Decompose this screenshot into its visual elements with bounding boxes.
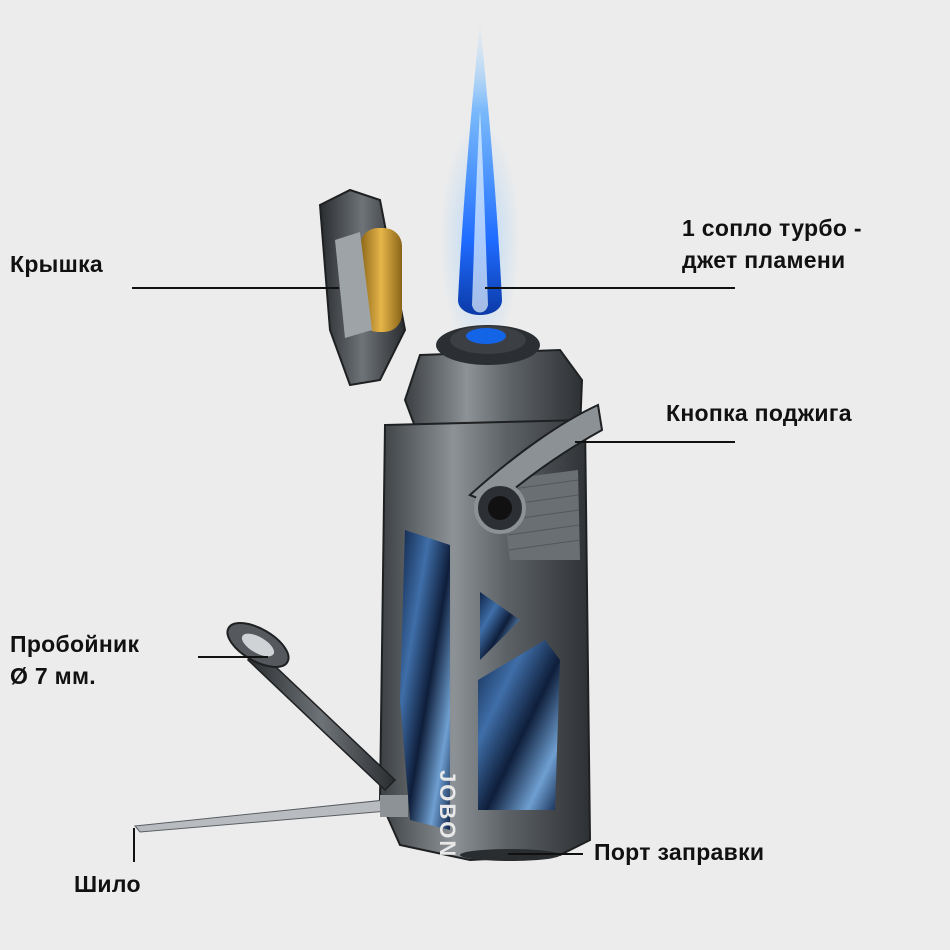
lighter-icon: JOBON bbox=[378, 403, 604, 862]
refill-port bbox=[460, 849, 560, 861]
leader-punch bbox=[198, 656, 268, 658]
leader-refill-port bbox=[508, 853, 583, 855]
brand-engraving: JOBON bbox=[435, 770, 460, 858]
burner-head bbox=[403, 325, 584, 442]
awl bbox=[134, 795, 408, 833]
label-punch-line2: Ø 7 мм. bbox=[10, 663, 96, 689]
label-turbo-line1: 1 сопло турбо - bbox=[682, 215, 862, 241]
lid bbox=[318, 188, 407, 387]
label-lid: Крышка bbox=[10, 251, 104, 277]
leader-ignition-button bbox=[575, 441, 735, 443]
leader-lid bbox=[132, 287, 339, 289]
label-refill-port: Порт заправки bbox=[594, 839, 765, 865]
label-punch: Пробойник Ø 7 мм. bbox=[10, 628, 139, 692]
label-punch-line1: Пробойник bbox=[10, 631, 140, 657]
leader-awl bbox=[133, 828, 135, 862]
flame-icon bbox=[440, 22, 520, 360]
label-turbo-line2: джет пламени bbox=[682, 247, 846, 273]
leader-turbo bbox=[485, 287, 735, 289]
label-ignition-button: Кнопка поджига bbox=[666, 400, 852, 426]
label-awl: Шило bbox=[74, 871, 141, 897]
label-turbo-nozzle: 1 сопло турбо - джет пламени bbox=[682, 212, 862, 276]
punch-tool bbox=[226, 622, 397, 792]
